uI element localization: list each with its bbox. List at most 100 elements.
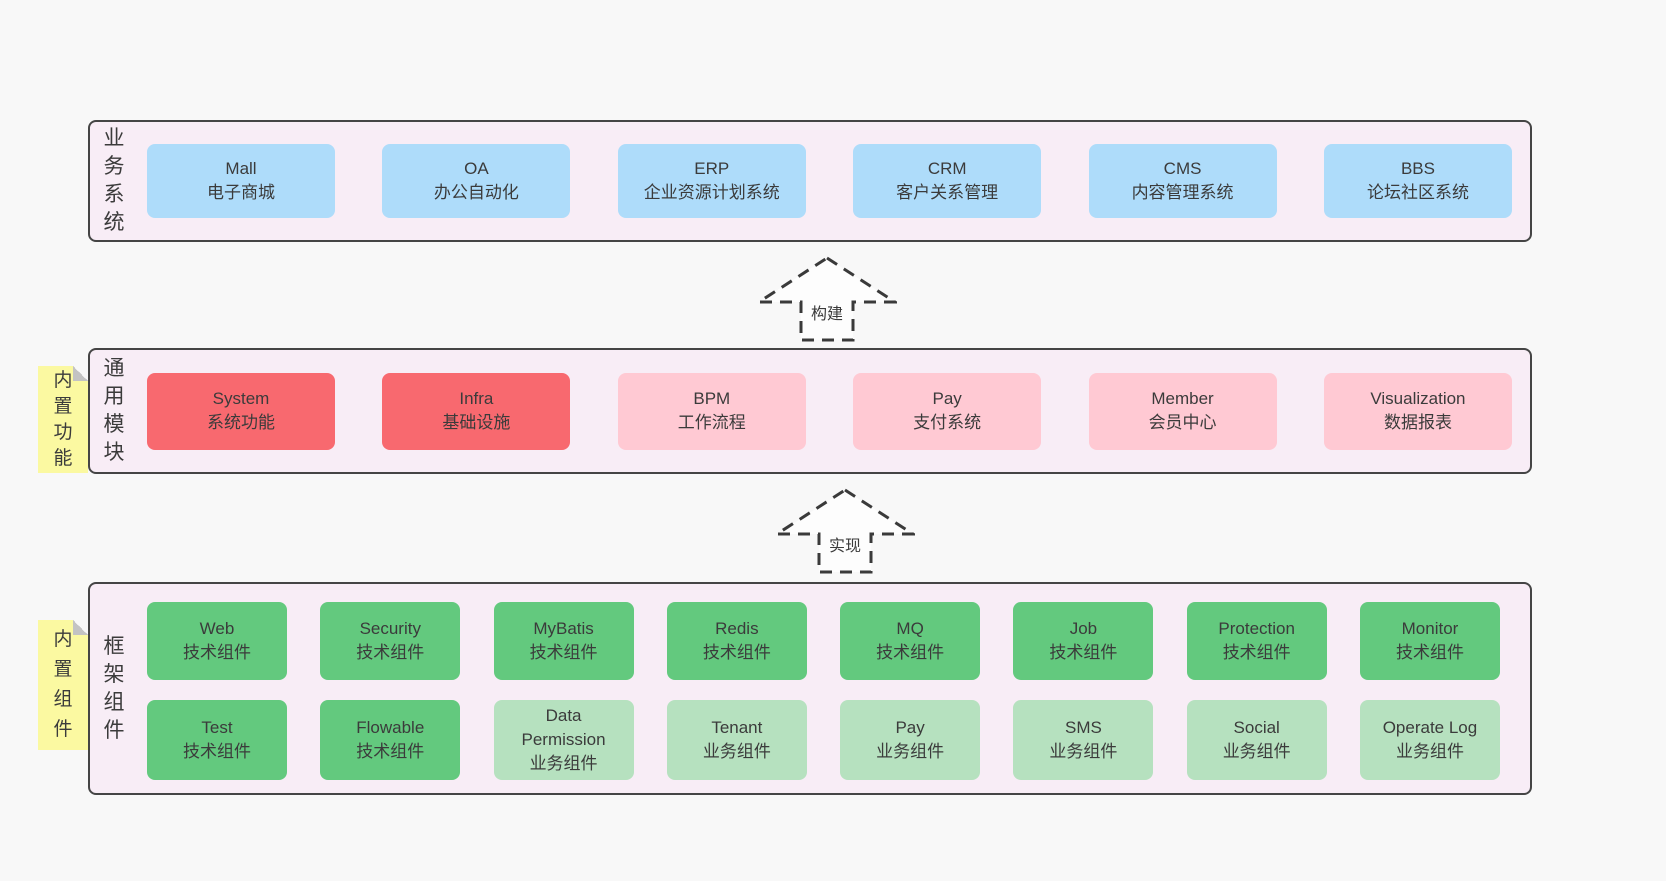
component-box-social: Social 业务组件	[1186, 700, 1327, 780]
component-box-operate-log: Operate Log 业务组件	[1359, 700, 1500, 780]
box-subtitle: 业务组件	[529, 754, 598, 773]
up-arrow-icon	[775, 488, 915, 574]
business-box-oa: OA 办公自动化	[382, 144, 571, 218]
box-subtitle: 技术组件	[702, 643, 771, 662]
business-box-row: Mall 电子商城 OA 办公自动化 ERP 企业资源计划系统 CRM 客户关系…	[147, 122, 1512, 240]
box-subtitle: 论坛社区系统	[1366, 183, 1469, 202]
box-subtitle: 数据报表	[1383, 413, 1452, 432]
box-title: Test	[201, 718, 233, 737]
box-subtitle: 电子商城	[207, 183, 275, 202]
folded-corner-icon	[73, 366, 88, 381]
component-box-monitor: Monitor 技术组件	[1359, 602, 1500, 680]
component-box-sms: SMS 业务组件	[1013, 700, 1154, 780]
box-title: Operate Log	[1382, 718, 1478, 737]
component-box-mq: MQ 技术组件	[840, 602, 981, 680]
box-title: Job	[1069, 619, 1098, 638]
box-title: Tenant	[711, 718, 763, 737]
box-title: Pay	[932, 389, 962, 408]
box-title: BPM	[693, 389, 731, 408]
box-title: Redis	[715, 619, 759, 638]
box-subtitle: 业务组件	[1049, 742, 1118, 761]
box-title: Web	[199, 619, 235, 638]
module-box-infra: Infra 基础设施	[382, 372, 571, 450]
box-title: BBS	[1400, 159, 1435, 178]
box-title: Social	[1233, 718, 1280, 737]
tag-text: 内置组件	[53, 629, 73, 740]
box-subtitle: 技术组件	[1395, 643, 1464, 662]
box-title: CRM	[927, 159, 967, 178]
section-label-modules: 通用模块	[100, 350, 128, 472]
box-subtitle: 系统功能	[207, 413, 275, 432]
box-title: Mall	[225, 159, 257, 178]
business-box-erp: ERP 企业资源计划系统	[617, 144, 806, 218]
box-title: MyBatis	[533, 619, 594, 638]
box-subtitle: 技术组件	[1049, 643, 1118, 662]
business-box-crm: CRM 客户关系管理	[853, 144, 1042, 218]
folded-corner-icon	[73, 620, 88, 635]
component-box-web: Web 技术组件	[147, 602, 287, 680]
box-subtitle: 业务组件	[1222, 742, 1291, 761]
component-box-protection: Protection 技术组件	[1186, 602, 1327, 680]
box-title: Data Permission	[521, 706, 606, 749]
implement-arrow: 实现	[775, 488, 915, 574]
business-box-mall: Mall 电子商城	[147, 144, 335, 218]
box-subtitle: 基础设施	[442, 413, 511, 432]
module-box-visualization: Visualization 数据报表	[1323, 372, 1512, 450]
section-label-text: 通用模块	[103, 357, 125, 464]
component-box-flowable: Flowable 技术组件	[320, 700, 461, 780]
box-title: System	[212, 389, 270, 408]
box-title: Member	[1151, 389, 1214, 408]
section-label-business: 业务系统	[100, 122, 128, 240]
box-subtitle: 企业资源计划系统	[643, 183, 780, 202]
box-title: SMS	[1064, 718, 1102, 737]
box-subtitle: 支付系统	[913, 413, 982, 432]
box-subtitle: 技术组件	[356, 643, 425, 662]
component-box-test: Test 技术组件	[147, 700, 287, 780]
section-label-text: 业务系统	[103, 127, 125, 234]
builtin-component-tag: 内置组件	[38, 620, 88, 750]
build-arrow-label: 构建	[807, 300, 847, 324]
component-box-mybatis: MyBatis 技术组件	[493, 602, 634, 680]
box-subtitle: 业务组件	[876, 742, 945, 761]
business-systems-section: 业务系统 Mall 电子商城 OA 办公自动化 ERP 企业资源计划系统 CRM…	[88, 120, 1532, 242]
build-arrow: 构建	[757, 256, 897, 342]
box-subtitle: 技术组件	[183, 742, 251, 761]
box-subtitle: 技术组件	[1222, 643, 1291, 662]
box-subtitle: 客户关系管理	[896, 183, 999, 202]
components-box-row-1: Web 技术组件 Security 技术组件 MyBatis 技术组件 Redi…	[147, 602, 1500, 680]
box-title: ERP	[694, 159, 730, 178]
box-subtitle: 技术组件	[183, 643, 251, 662]
module-box-pay: Pay 支付系统	[853, 372, 1042, 450]
box-subtitle: 业务组件	[702, 742, 771, 761]
component-box-job: Job 技术组件	[1013, 602, 1154, 680]
components-box-row-2: Test 技术组件 Flowable 技术组件 Data Permission …	[147, 700, 1500, 780]
box-title: Pay	[895, 718, 925, 737]
section-label-text: 框架组件	[103, 634, 125, 742]
box-title: CMS	[1163, 159, 1202, 178]
box-subtitle: 内容管理系统	[1131, 183, 1234, 202]
box-subtitle: 技术组件	[529, 643, 598, 662]
box-subtitle: 工作流程	[677, 413, 746, 432]
business-box-cms: CMS 内容管理系统	[1088, 144, 1277, 218]
modules-box-row: System 系统功能 Infra 基础设施 BPM 工作流程 Pay 支付系统…	[147, 350, 1512, 472]
up-arrow-icon	[757, 256, 897, 342]
box-subtitle: 会员中心	[1148, 413, 1217, 432]
component-box-redis: Redis 技术组件	[666, 602, 807, 680]
component-box-security: Security 技术组件	[320, 602, 461, 680]
box-title: Monitor	[1401, 619, 1459, 638]
builtin-feature-tag: 内置功能	[38, 366, 88, 473]
module-box-system: System 系统功能	[147, 372, 335, 450]
box-subtitle: 办公自动化	[433, 183, 519, 202]
common-modules-section: 通用模块 System 系统功能 Infra 基础设施 BPM 工作流程 Pay…	[88, 348, 1532, 474]
component-box-tenant: Tenant 业务组件	[666, 700, 807, 780]
module-box-bpm: BPM 工作流程	[617, 372, 806, 450]
tag-text: 内置功能	[53, 369, 73, 469]
implement-arrow-label: 实现	[825, 532, 865, 556]
component-box-data-permission: Data Permission 业务组件	[493, 700, 634, 780]
box-subtitle: 技术组件	[356, 742, 425, 761]
section-label-components: 框架组件	[100, 584, 128, 793]
framework-components-section: 框架组件 Web 技术组件 Security 技术组件 MyBatis 技术组件…	[88, 582, 1532, 795]
box-subtitle: 业务组件	[1395, 742, 1464, 761]
box-title: OA	[464, 159, 489, 178]
